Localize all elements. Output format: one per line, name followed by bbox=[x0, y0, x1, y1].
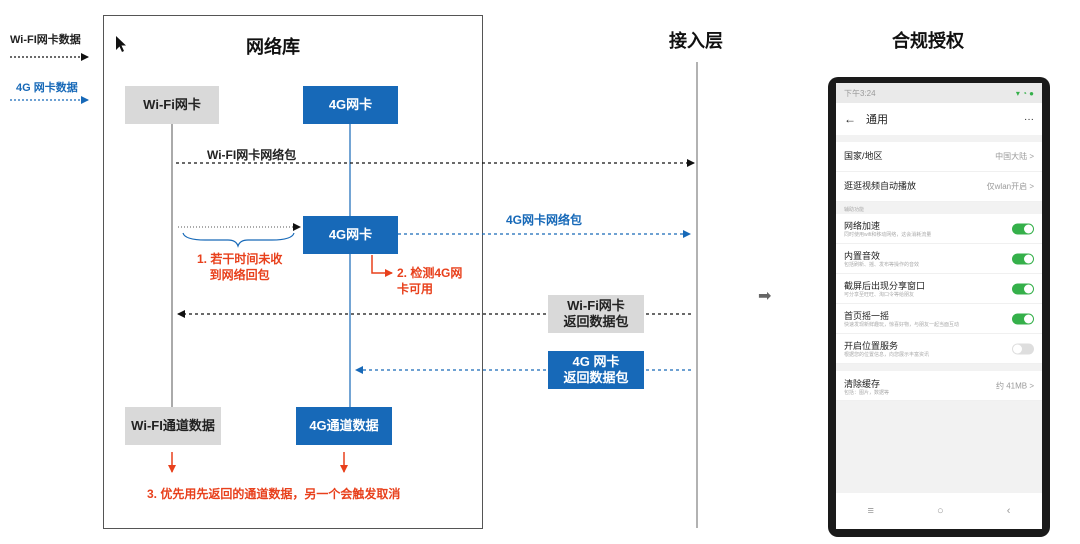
row-desc: 快速发现新鲜趣玩，惊喜好物，与朋友一起当面互动 bbox=[844, 322, 960, 328]
timeout-brace bbox=[182, 232, 295, 248]
row-label: 内置音效 bbox=[844, 251, 881, 261]
row-label: 逛逛视频自动播放 bbox=[844, 181, 917, 191]
status-bar: 下午3:24 ▾ ◔ ● bbox=[836, 83, 1042, 103]
g4-channel-box: 4G通道数据 bbox=[296, 407, 392, 445]
settings-row-video-autoplay[interactable]: 逛逛视频自动播放 仅wlan开启 > bbox=[836, 172, 1042, 202]
legend-wifi-label: Wi-FI网卡数据 bbox=[10, 34, 81, 46]
step2-label: 2. 检测4G网 卡可用 bbox=[397, 266, 463, 296]
home-icon[interactable]: ○ bbox=[937, 505, 944, 517]
wifi-card-box: Wi-Fi网卡 bbox=[125, 86, 219, 124]
phone-screen: 下午3:24 ▾ ◔ ● ← 通用 ··· 国家/地区 中国大陆 > 逛逛视频自… bbox=[836, 83, 1042, 529]
step3-label: 3. 优先用先返回的通道数据，另一个会触发取消 bbox=[147, 487, 401, 501]
access-layer-title: 接入层 bbox=[669, 31, 723, 51]
settings-row-region[interactable]: 国家/地区 中国大陆 > bbox=[836, 142, 1042, 172]
settings-row-screenshot-share[interactable]: 截屏后出现分享窗口 可分享至旺旺、淘口令等给朋友 bbox=[836, 274, 1042, 304]
network-accel-toggle[interactable] bbox=[1012, 223, 1034, 234]
settings-row-sound[interactable]: 内置音效 包括刷新、摇、发布等操作的音效 bbox=[836, 244, 1042, 274]
network-lib-frame bbox=[103, 15, 483, 529]
network-lib-title: 网络库 bbox=[246, 37, 300, 57]
right-arrow-icon: ➡ bbox=[758, 288, 772, 305]
row-label: 国家/地区 bbox=[844, 151, 883, 161]
row-desc: 可分享至旺旺、淘口令等给朋友 bbox=[844, 292, 915, 298]
row-desc: 包括刷新、摇、发布等操作的音效 bbox=[844, 262, 920, 268]
step1-label: 1. 若干时间未收 到网络回包 bbox=[197, 252, 283, 282]
row-desc: 包括：图片，数据等 bbox=[844, 390, 890, 396]
settings-row-shake[interactable]: 首页摇一摇 快速发现新鲜趣玩，惊喜好物，与朋友一起当面互动 bbox=[836, 304, 1042, 334]
menu-icon[interactable]: ≡ bbox=[867, 505, 874, 517]
row-label: 截屏后出现分享窗口 bbox=[844, 281, 926, 291]
wifi-return-box: Wi-Fi网卡 返回数据包 bbox=[548, 295, 644, 333]
row-label: 清除缓存 bbox=[844, 379, 881, 389]
wifi-packet-label: Wi-FI网卡网络包 bbox=[207, 148, 297, 162]
nav-bar: ≡ ○ ‹ bbox=[836, 493, 1042, 529]
shake-toggle[interactable] bbox=[1012, 313, 1034, 324]
row-label: 网络加速 bbox=[844, 221, 881, 231]
g4-packet-label: 4G网卡网络包 bbox=[506, 213, 583, 227]
legend-4g-label: 4G 网卡数据 bbox=[16, 82, 78, 94]
compliance-title: 合规授权 bbox=[892, 31, 964, 51]
more-icon[interactable]: ··· bbox=[1024, 113, 1034, 125]
step2-arrow bbox=[371, 255, 393, 277]
row-label: 首页摇一摇 bbox=[844, 311, 890, 321]
wifi-channel-box: Wi-FI通道数据 bbox=[125, 407, 221, 445]
screenshot-share-toggle[interactable] bbox=[1012, 283, 1034, 294]
row-desc: 根据您的位置信息，向您展示丰富资讯 bbox=[844, 352, 930, 358]
status-icons: ▾ ◔ ● bbox=[1015, 88, 1034, 98]
page-title: 通用 bbox=[866, 114, 888, 126]
g4-card-top-box: 4G网卡 bbox=[303, 86, 398, 124]
settings-row-location[interactable]: 开启位置服务 根据您的位置信息，向您展示丰富资讯 bbox=[836, 334, 1042, 364]
phone-mockup: 下午3:24 ▾ ◔ ● ← 通用 ··· 国家/地区 中国大陆 > 逛逛视频自… bbox=[828, 77, 1050, 537]
row-value: 中国大陆 > bbox=[995, 151, 1034, 161]
settings-row-network-accel[interactable]: 网络加速 同时使用wifi和移动网络，这会消耗流量 bbox=[836, 214, 1042, 244]
g4-return-box: 4G 网卡 返回数据包 bbox=[548, 351, 644, 389]
section-label: 辅助功能 bbox=[844, 207, 865, 213]
g4-card-mid-box: 4G网卡 bbox=[303, 216, 398, 254]
row-value: 约 41MB > bbox=[995, 381, 1034, 390]
location-toggle[interactable] bbox=[1012, 343, 1034, 354]
sound-toggle[interactable] bbox=[1012, 253, 1034, 264]
back-nav-icon[interactable]: ‹ bbox=[1006, 505, 1011, 517]
row-desc: 同时使用wifi和移动网络，这会消耗流量 bbox=[844, 232, 932, 238]
cursor-icon bbox=[116, 36, 126, 52]
settings-row-clear-cache[interactable]: 清除缓存 包括：图片，数据等 约 41MB > bbox=[836, 371, 1042, 401]
status-time: 下午3:24 bbox=[844, 88, 876, 98]
app-bar: ← 通用 ··· bbox=[836, 103, 1042, 135]
row-label: 开启位置服务 bbox=[844, 341, 899, 351]
back-icon[interactable]: ← bbox=[844, 112, 856, 126]
row-value: 仅wlan开启 > bbox=[986, 181, 1034, 191]
